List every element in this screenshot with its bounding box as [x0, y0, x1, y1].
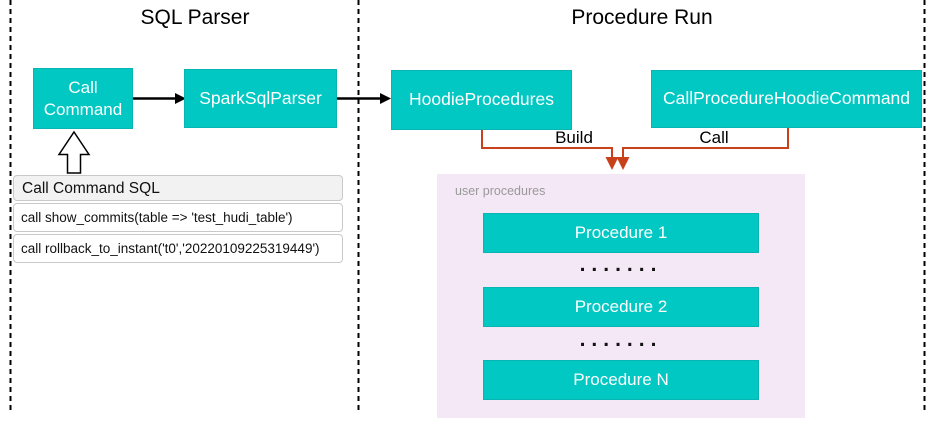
ellipsis-dots: .......: [579, 253, 663, 276]
arrow-parser-to-hoodieprocedures: [337, 93, 391, 104]
edge-label-call: Call: [699, 128, 729, 147]
section-title-procedure-run: Procedure Run: [571, 6, 713, 29]
arrow-callcommand-to-parser: [133, 93, 186, 104]
edge-label-build: Build: [555, 128, 593, 147]
up-arrow-icon: [57, 130, 91, 174]
sql-table-header: Call Command SQL: [13, 175, 343, 201]
sql-table-row: call rollback_to_instant('t0','202201092…: [13, 234, 343, 263]
node-call-command: Call Command: [33, 68, 133, 129]
call-command-sql-table: Call Command SQL call show_commits(table…: [13, 175, 343, 263]
procedure-item: Procedure 1: [483, 213, 759, 253]
user-procedures-label: user procedures: [455, 184, 546, 198]
procedure-item: Procedure N: [483, 360, 759, 400]
sql-table-row: call show_commits(table => 'test_hudi_ta…: [13, 203, 343, 232]
ellipsis-dots: .......: [579, 328, 663, 351]
connector-call: [616, 128, 789, 170]
node-hoodie-procedures: HoodieProcedures: [391, 70, 572, 130]
node-spark-sql-parser: SparkSqlParser: [184, 69, 337, 128]
connector-build: [481, 130, 619, 170]
node-call-procedure-hoodie-command: CallProcedureHoodieCommand: [651, 70, 922, 128]
procedure-item: Procedure 2: [483, 287, 759, 327]
user-procedures-panel: user procedures Procedure 1 ....... Proc…: [437, 174, 805, 418]
section-title-sql-parser: SQL Parser: [140, 6, 250, 29]
